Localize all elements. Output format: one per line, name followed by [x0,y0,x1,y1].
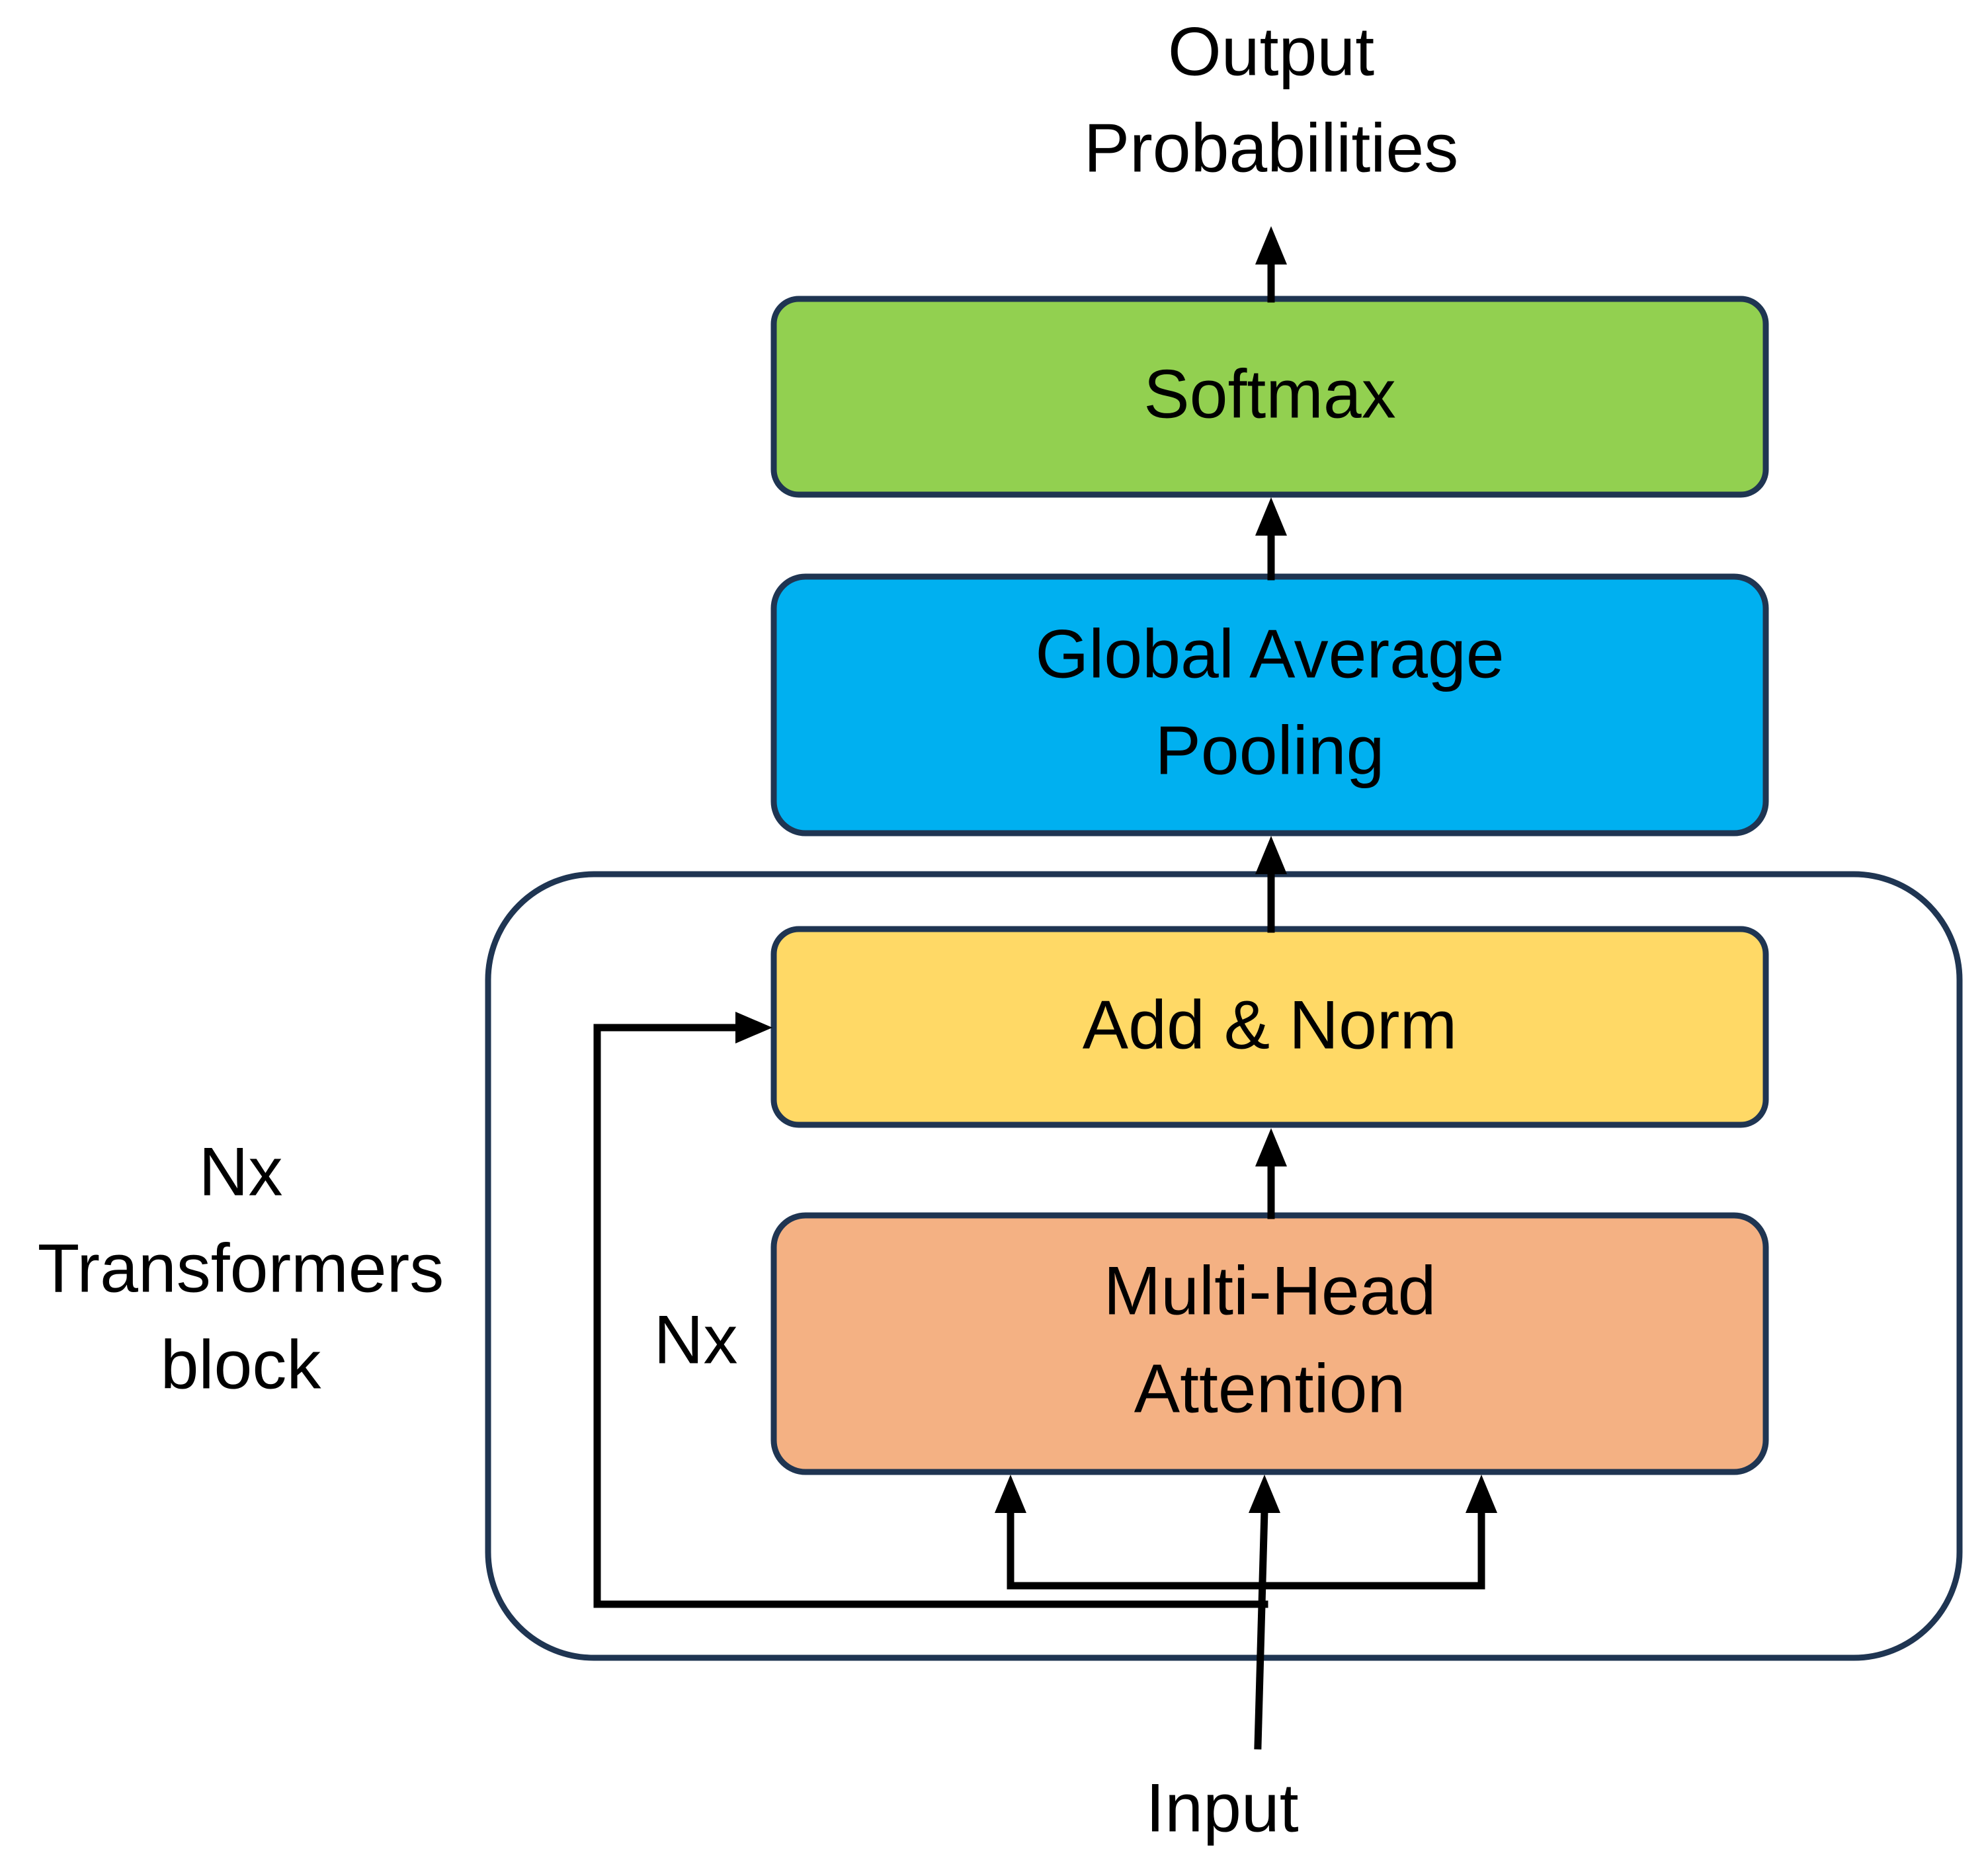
softmax-label: Softmax [1143,356,1395,432]
arrow-gap-to-softmax [1255,497,1287,581]
residual-connection [593,1012,1268,1608]
arrow-softmax-to-output [1255,226,1287,303]
output-label-line2: Probabilities [1084,110,1459,186]
transformer-block-label-line2: Transformers [38,1230,444,1307]
input-line [1249,1475,1280,1750]
arrow-addnorm-to-gap [1255,836,1287,933]
gap-label-line1: Global Average [1035,616,1504,692]
global-average-pooling-box: Global Average Pooling [770,573,1769,836]
transformer-block-container [485,871,1963,1661]
mha-label-line2: Attention [1134,1350,1406,1427]
input-label: Input [1145,1770,1298,1846]
softmax-box: Softmax [770,296,1769,498]
gap-label-line2: Pooling [1155,712,1385,789]
add-norm-label: Add & Norm [1083,987,1457,1063]
mha-label-line1: Multi-Head [1104,1252,1436,1329]
multi-head-attention-box: Multi-Head Attention [770,1212,1769,1475]
block-repeat-label: Nx [653,1301,737,1378]
transformer-block-label-line1: Nx [198,1133,282,1210]
attention-input-branches [995,1475,1497,1590]
output-label-line1: Output [1168,13,1374,90]
arrow-mha-to-addnorm [1255,1128,1287,1219]
transformer-block-label-line3: block [161,1326,322,1403]
add-norm-box: Add & Norm [770,926,1769,1128]
